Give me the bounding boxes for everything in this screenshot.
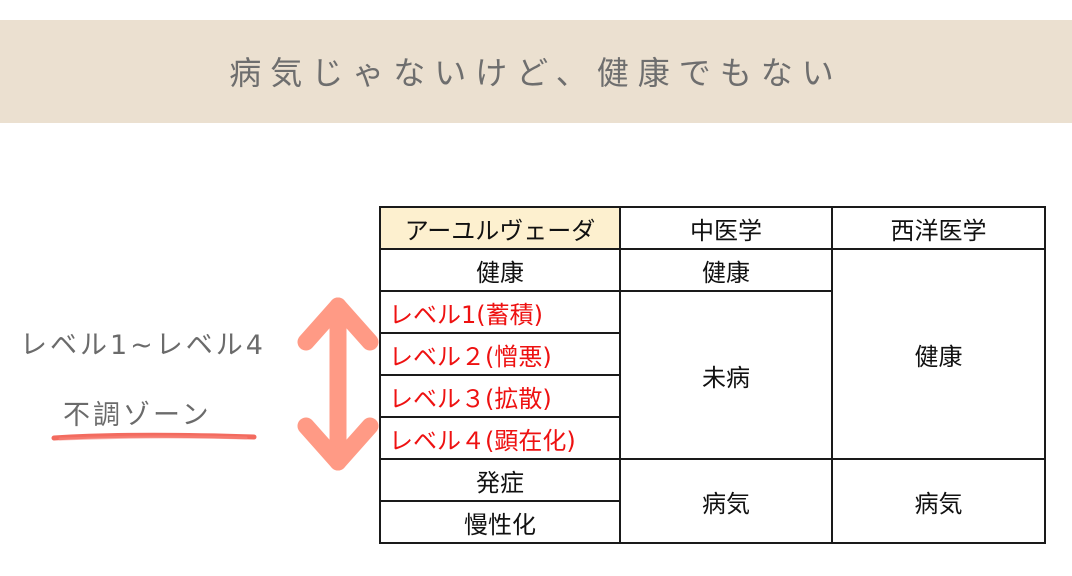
banner-title: 病気じゃないけど、健康でもない — [229, 53, 843, 92]
double-arrow-icon — [297, 297, 379, 471]
ayurveda-cell-onset: 発症 — [379, 458, 621, 502]
discomfort-zone-label: 不調ゾーン — [63, 400, 212, 431]
brush-underline-icon — [51, 432, 257, 441]
table-row: レベル４(顕在化) — [379, 416, 1045, 460]
header-chinese-medicine: 中医学 — [619, 206, 833, 250]
header-ayurveda: アーユルヴェーダ — [379, 206, 621, 250]
chinese-cell-presymptomatic: 未病 — [619, 290, 833, 460]
table-row: レベル1(蓄積) 未病 — [379, 290, 1045, 460]
title-banner: 病気じゃないけど、健康でもない — [0, 20, 1072, 123]
chinese-cell-health: 健康 — [619, 248, 833, 292]
table-row: 慢性化 — [379, 500, 1045, 544]
ayurveda-cell-level4: レベル４(顕在化) — [379, 416, 621, 460]
western-cell-health: 健康 — [831, 248, 1046, 460]
ayurveda-cell-level1: レベル1(蓄積) — [379, 290, 621, 334]
levels-range-label: レベル1~レベル4 — [20, 330, 266, 361]
ayurveda-cell-health: 健康 — [379, 248, 621, 292]
table-row: レベル２(憎悪) — [379, 332, 1045, 376]
header-western-medicine: 西洋医学 — [831, 206, 1046, 250]
table-row: 発症 病気 病気 — [379, 458, 1046, 544]
western-cell-disease: 病気 — [831, 458, 1046, 544]
ayurveda-cell-level2: レベル２(憎悪) — [379, 332, 621, 376]
chinese-cell-disease: 病気 — [619, 458, 833, 544]
table-header-row: アーユルヴェーダ 中医学 西洋医学 — [379, 206, 1046, 250]
medicine-comparison-table: アーユルヴェーダ 中医学 西洋医学 健康 健康 健康 レベル1(蓄積) 未病 レ… — [379, 206, 1046, 544]
table-row: 健康 健康 健康 — [379, 248, 1046, 460]
ayurveda-cell-chronic: 慢性化 — [379, 500, 621, 544]
ayurveda-cell-level3: レベル３(拡散) — [379, 374, 621, 418]
table-row: レベル３(拡散) — [379, 374, 1045, 418]
